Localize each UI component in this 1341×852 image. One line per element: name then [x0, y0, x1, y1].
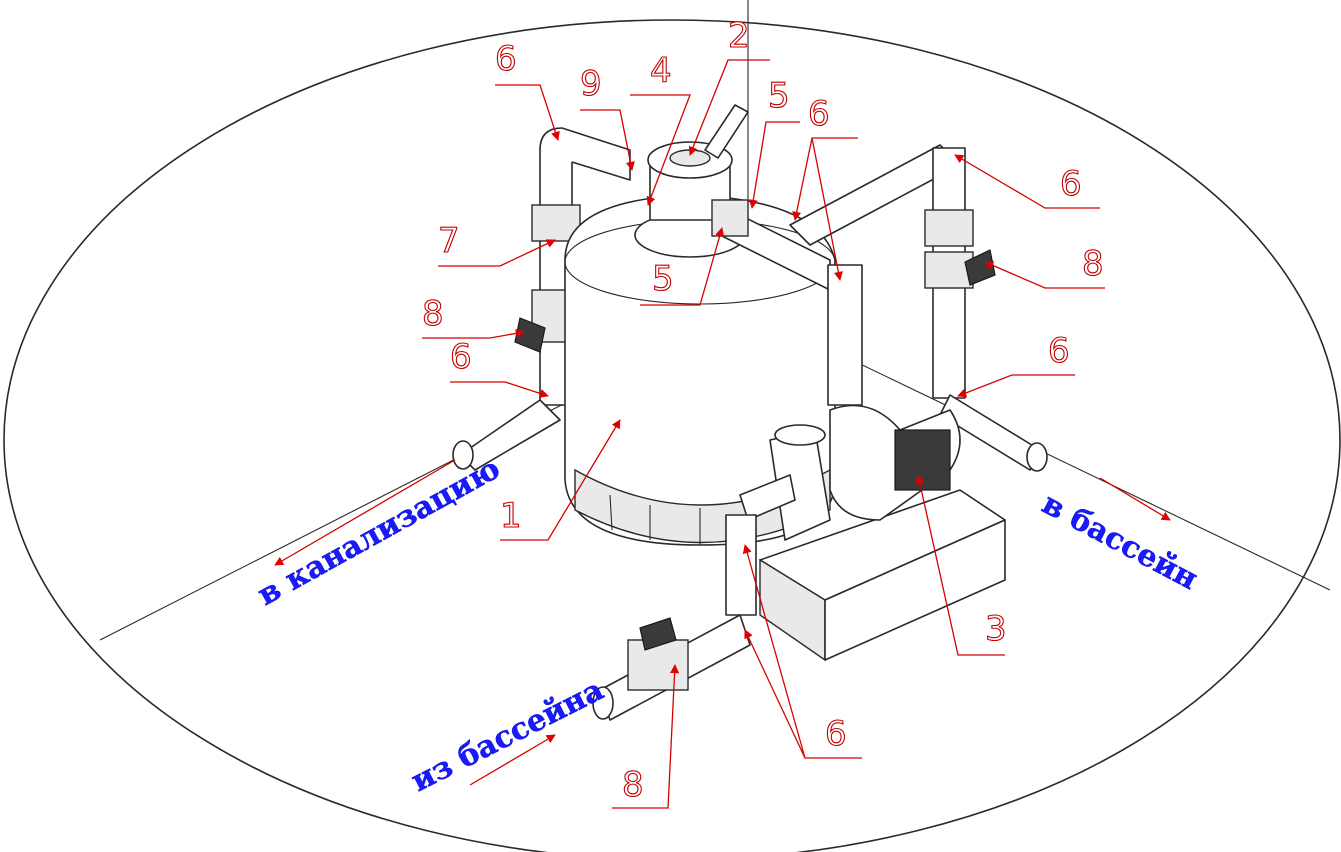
callout-4: 4 [630, 50, 691, 206]
callout-number-6-top-right: 6 [1060, 164, 1082, 204]
callout-number-1: 1 [500, 496, 522, 536]
callout-1: 1 [499, 419, 621, 541]
flow-text-to-sewer: в канализацию [252, 451, 506, 613]
callout-number-8-left: 8 [422, 294, 444, 334]
callout-2: 2 [688, 15, 770, 156]
callout-number-6-top-center: 6 [808, 94, 830, 134]
callout-number-5-top: 5 [768, 76, 790, 116]
flow-text-from-pool: из бассейна [406, 672, 610, 799]
callout-number-7: 7 [438, 221, 460, 261]
flow-arrow-from-pool [469, 734, 556, 786]
flow-arrow-to-sewer [274, 459, 456, 566]
sand-filter-tank [564, 194, 836, 546]
callout-9: 9 [579, 63, 635, 171]
callout-3: 3 [915, 474, 1007, 656]
valve-body-right [924, 251, 974, 289]
suction-pipe-assembly [592, 474, 796, 721]
flow-label-to-pool: в бассейн [1036, 477, 1203, 597]
flow-label-from-pool: из бассейна [406, 672, 610, 799]
callout-number-6-left: 6 [450, 337, 472, 377]
callout-6-left: 6 [449, 336, 549, 398]
flow-text-to-pool: в бассейн [1036, 486, 1203, 597]
motor-cooling-fins [894, 429, 951, 491]
callout-6-top-left: 6 [494, 38, 560, 141]
callout-number-4: 4 [650, 51, 672, 91]
pump-motor [769, 404, 961, 541]
callout-8-right: 8 [984, 243, 1105, 289]
callout-6-bottom: 6 [742, 544, 862, 759]
valve-lever [704, 104, 749, 159]
flow-label-to-sewer: в канализацию [252, 451, 506, 613]
callout-number-8-bottom: 8 [622, 765, 644, 805]
pump-base-block [759, 489, 1006, 662]
callout-number-5-bottom: 5 [652, 259, 674, 299]
return-pipe-assembly [711, 144, 1048, 472]
filter-base-ring [574, 468, 831, 544]
callout-5-bottom: 5 [640, 227, 725, 306]
callout-8-left: 8 [421, 293, 525, 339]
callout-number-6-right: 6 [1048, 331, 1070, 371]
callout-8-bottom: 8 [612, 664, 680, 809]
callout-number-6-top-left: 6 [495, 39, 517, 79]
valve-body-bottom [627, 639, 689, 691]
callout-number-2: 2 [728, 16, 750, 56]
callout-7: 7 [437, 220, 556, 267]
callout-number-3: 3 [985, 609, 1007, 649]
valve-handle-bottom [639, 617, 677, 651]
callout-number-9: 9 [580, 64, 602, 104]
callout-6-right: 6 [957, 330, 1075, 398]
flow-arrow-to-pool [1099, 477, 1171, 521]
callout-number-8-right: 8 [1082, 244, 1104, 284]
union-fitting-right [711, 199, 749, 237]
callout-5-top: 5 [748, 75, 800, 209]
valve-handle-right [964, 249, 996, 286]
callout-6-top-center: 6 [792, 93, 858, 281]
callout-6-top-right: 6 [954, 154, 1100, 209]
callout-number-6-bottom: 6 [825, 714, 847, 754]
